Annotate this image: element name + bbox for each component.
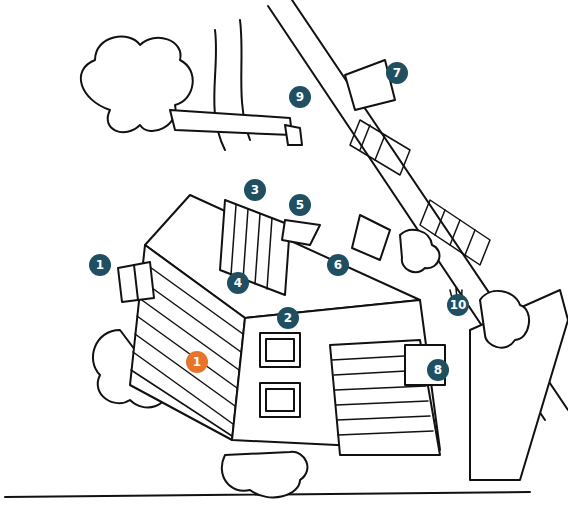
porch-rail: [220, 200, 290, 295]
steps: [350, 120, 490, 265]
callout-number: 7: [386, 62, 408, 84]
callout-number: 4: [227, 272, 249, 294]
callout-number: 9: [289, 86, 311, 108]
callout-number: 6: [327, 254, 349, 276]
callout-circle: [244, 179, 266, 201]
bush: [400, 230, 439, 272]
bench: [282, 220, 320, 245]
window: [260, 333, 300, 367]
callout-circle: [289, 86, 311, 108]
callout-circle: [89, 254, 111, 276]
callout-circle: [427, 359, 449, 381]
window-pane: [266, 339, 294, 361]
chimney: [118, 262, 154, 302]
callout-circle: [447, 294, 469, 316]
callout-number: 8: [427, 359, 449, 381]
callout-number: 1: [186, 351, 208, 373]
tree-stump: [285, 125, 302, 145]
callout-circle: [289, 194, 311, 216]
bush: [480, 291, 529, 348]
callout-number: 10: [447, 294, 469, 316]
bench: [352, 215, 390, 260]
tree-trunk: [170, 110, 292, 135]
callout-number: 1: [89, 254, 111, 276]
callout-circles: [89, 62, 469, 381]
callout-number: 2: [277, 307, 299, 329]
bush: [222, 452, 308, 498]
chimney-line: [134, 265, 138, 300]
sidewalk: [470, 290, 568, 480]
callout-circle: [386, 62, 408, 84]
callout-circle: [186, 351, 208, 373]
callout-number: 5: [289, 194, 311, 216]
callout-circle: [227, 272, 249, 294]
window: [260, 383, 300, 417]
window-pane: [266, 389, 294, 411]
callout-circle: [277, 307, 299, 329]
callout-circle: [327, 254, 349, 276]
callout-number: 3: [244, 179, 266, 201]
